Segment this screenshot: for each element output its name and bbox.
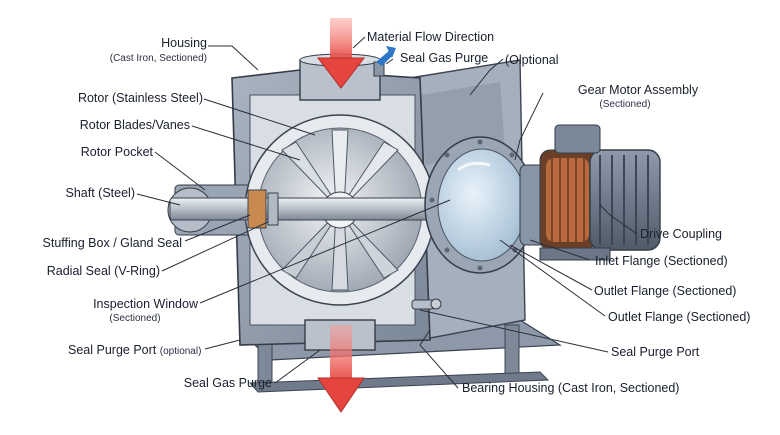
inspection-window-sublabel: (Sectioned) xyxy=(109,313,161,324)
material-flow-label: Material Flow Direction xyxy=(367,30,495,44)
inspection-window-label: Inspection Window xyxy=(93,297,198,311)
inspection-window xyxy=(424,136,536,274)
housing-label: Housing xyxy=(161,36,207,50)
rotor-blades-label: Rotor Blades/Vanes xyxy=(79,118,190,132)
rotor-label: Rotor (Stainless Steel) xyxy=(77,91,203,105)
copper-windings xyxy=(539,149,596,251)
material-flow-arrow xyxy=(316,18,366,413)
seal-purge-nozzle xyxy=(411,298,442,310)
seal-purge-port-right-label: Seal Purge Port xyxy=(611,345,700,359)
seal-gas-purge-bottom-label: Seal Gas Purge xyxy=(183,376,272,390)
seal-gas-purge-top-label: Seal Gas Purge xyxy=(400,51,489,65)
outlet-flange-label-1: Outlet Flange (Sectioned) xyxy=(594,284,737,298)
seal-purge-port-left-label: Seal Purge Port (optional) xyxy=(68,343,201,358)
inlet-flange-label: Inlet Flange (Sectioned) xyxy=(595,254,728,268)
radial-seal-label: Radial Seal (V-Ring) xyxy=(46,264,160,278)
outlet-flange-label-2: Outlet Flange (Sectioned) xyxy=(608,310,751,324)
gear-motor xyxy=(519,124,661,261)
seal-purge-port-left-text: Seal Purge Port xyxy=(68,343,157,357)
stuffing-box-label: Stuffing Box / Gland Seal xyxy=(42,236,182,250)
bearing-housing-label: Bearing Housing (Cast Iron, Sectioned) xyxy=(462,381,680,395)
rotor-pocket-label: Rotor Pocket xyxy=(80,145,153,159)
optional-top-label: (Olptional xyxy=(505,53,559,67)
leader-lines xyxy=(136,36,638,389)
gear-motor-sublabel: (Sectioned) xyxy=(599,99,651,110)
seal-gas-purge-arrow xyxy=(373,46,396,77)
seal-purge-port-left-sublabel: (optional) xyxy=(159,346,202,357)
shaft-label: Shaft (Steel) xyxy=(65,186,135,200)
gear-motor-label: Gear Motor Assembly xyxy=(577,83,699,97)
housing-sublabel: (Cast Iron, Sectioned) xyxy=(109,53,207,64)
drive-coupling-label: Drive Coupling xyxy=(640,227,722,241)
